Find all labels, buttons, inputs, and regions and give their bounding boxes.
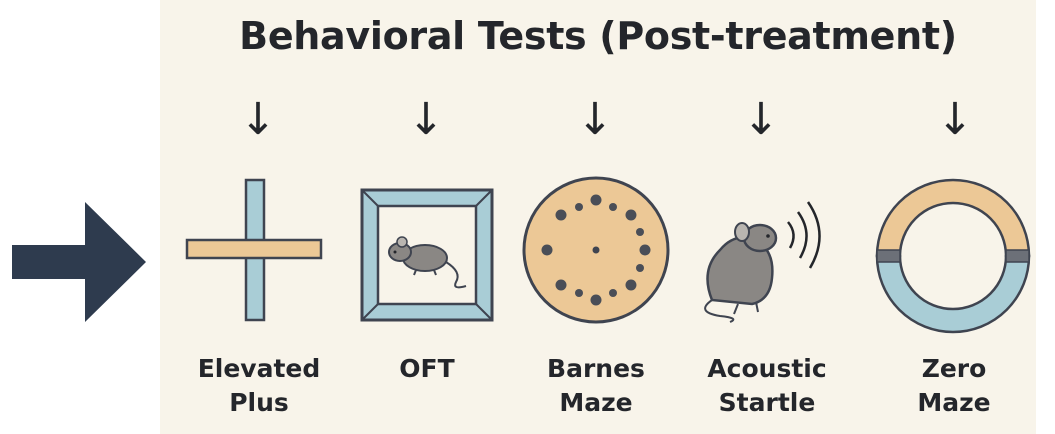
down-arrow-icon: ↓ [576, 94, 614, 145]
mouse-icon [388, 236, 467, 289]
down-arrow-icon: ↓ [936, 94, 974, 145]
test-label-zero-maze: Zero Maze [917, 354, 991, 417]
test-label-barnes-maze: Barnes Maze [547, 354, 645, 417]
test-label-oft: OFT [399, 354, 455, 383]
test-label-elevated-plus: Elevated Plus [197, 354, 321, 417]
acoustic-startle-icon [704, 201, 821, 323]
elevated-plus-maze-icon [185, 178, 323, 322]
barnes-maze-icon [522, 176, 670, 324]
down-arrow-icon: ↓ [407, 94, 445, 145]
open-field-box-icon [360, 188, 494, 322]
down-arrow-icon: ↓ [742, 94, 780, 145]
test-label-acoustic-startle: Acoustic Startle [707, 354, 827, 417]
down-arrow-icon: ↓ [239, 94, 277, 145]
diagram-title: Behavioral Tests (Post-treatment) [239, 14, 957, 58]
zero-maze-icon [875, 178, 1031, 334]
